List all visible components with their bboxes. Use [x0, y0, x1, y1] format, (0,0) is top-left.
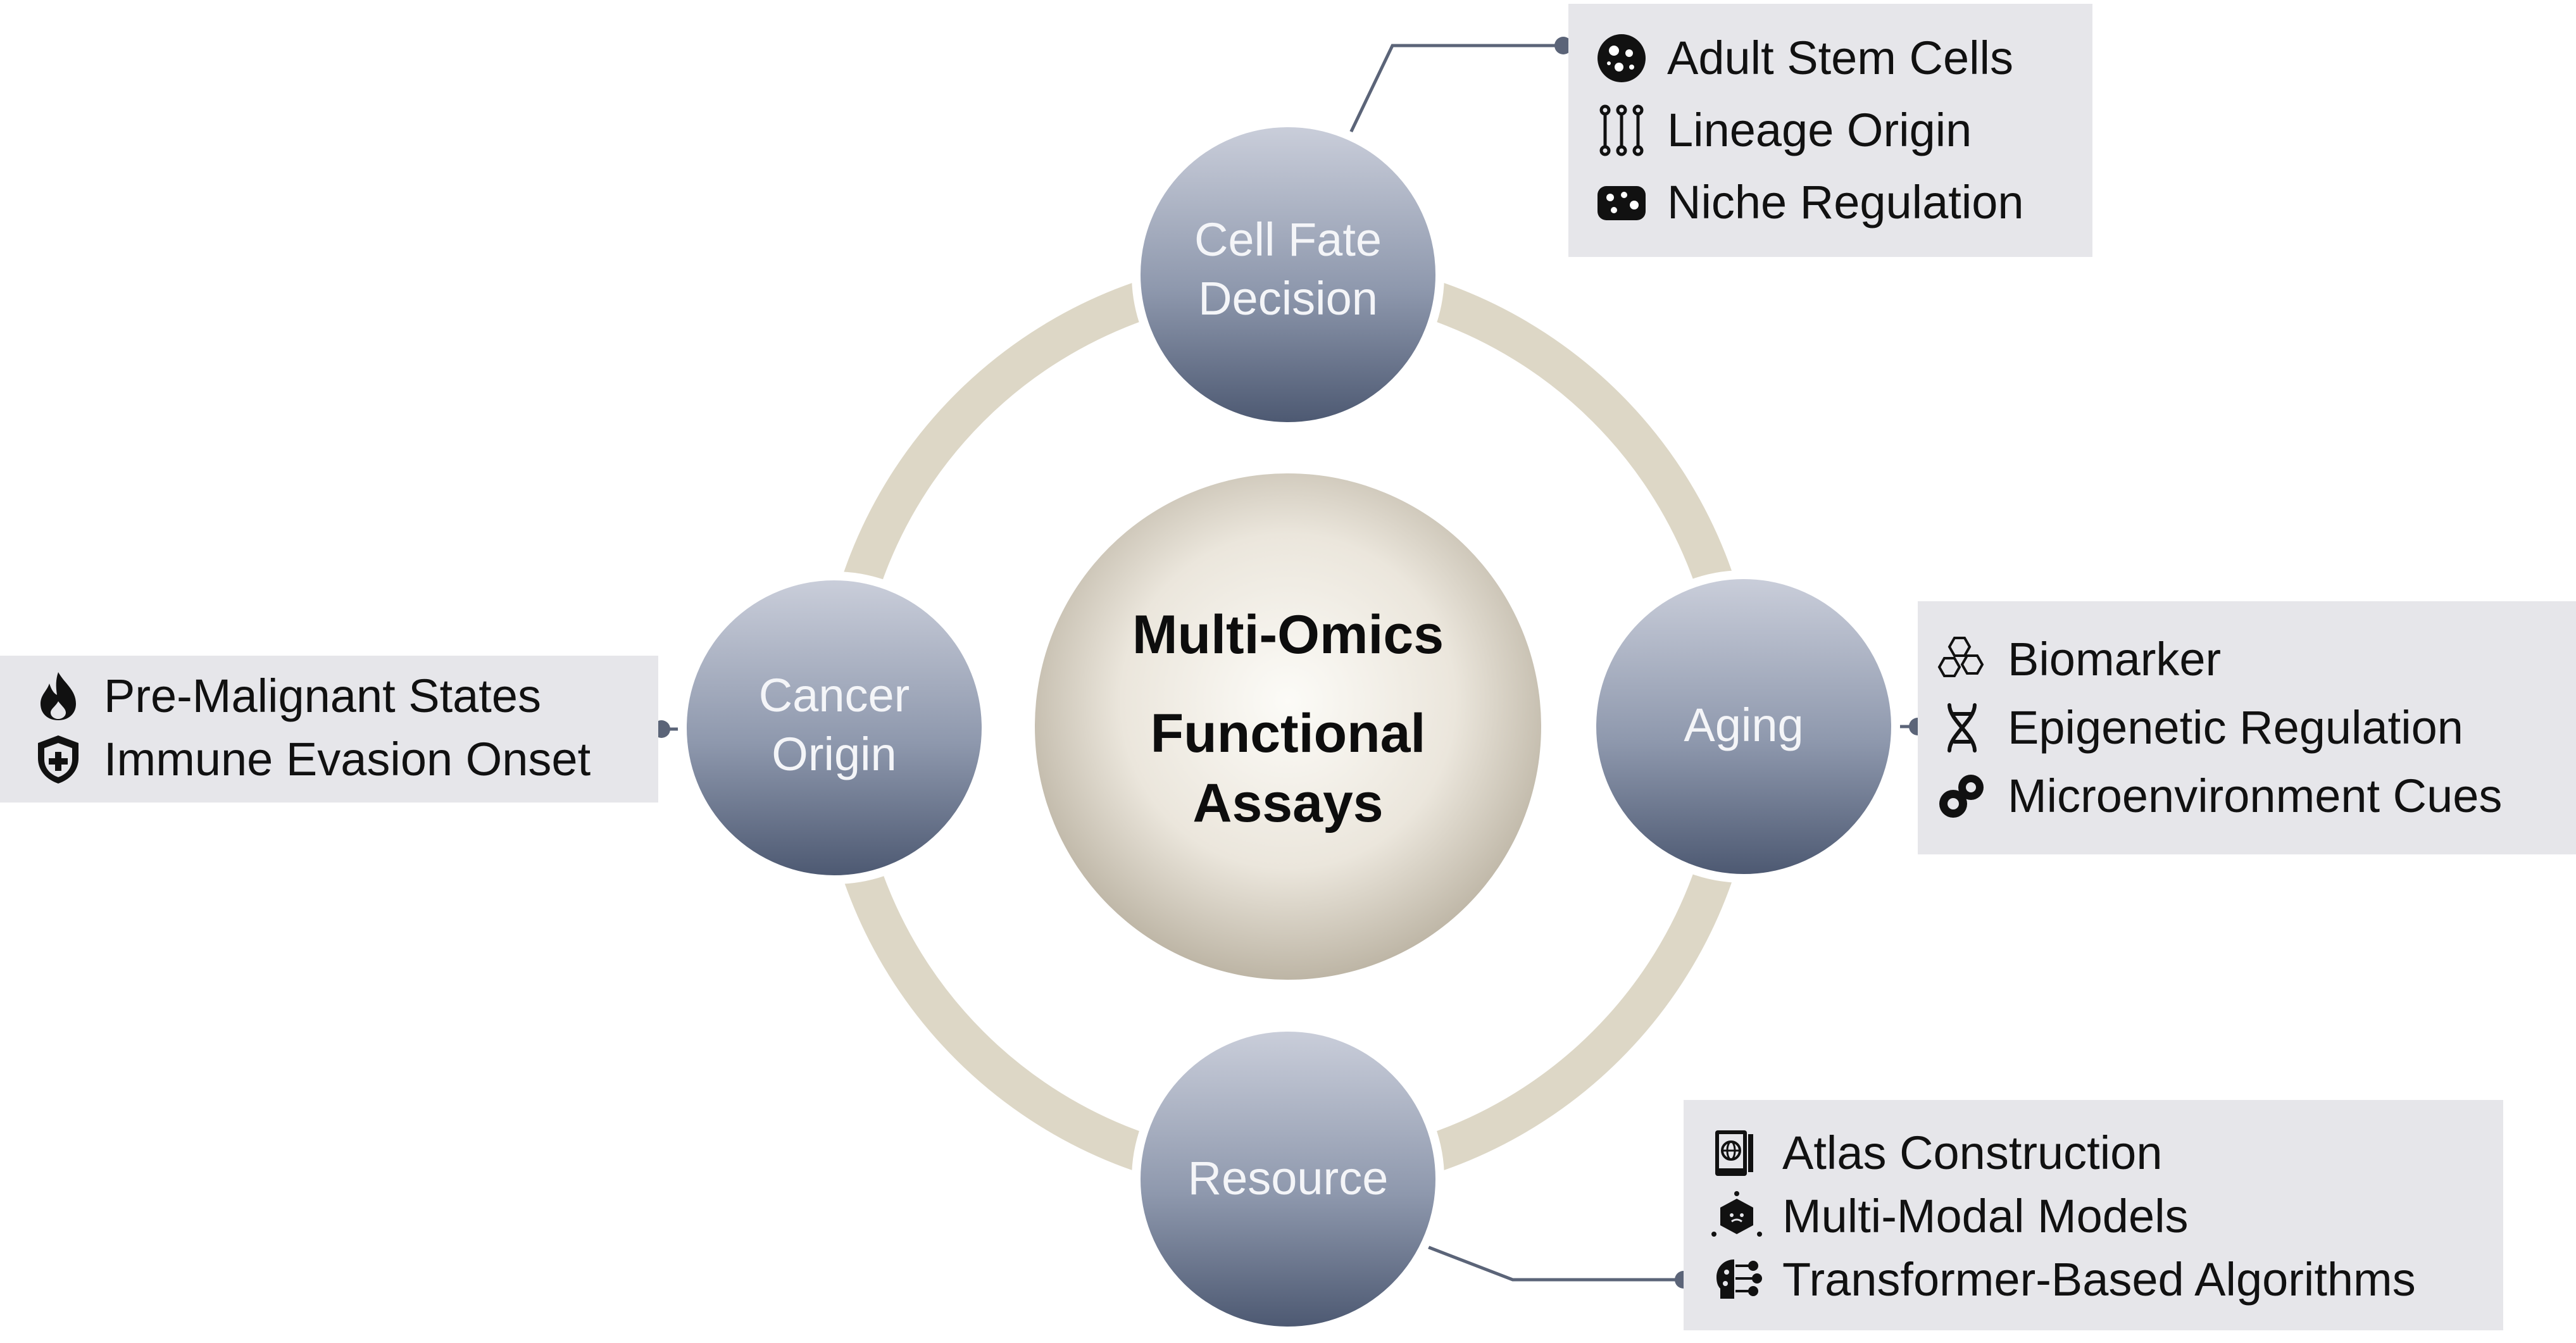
item-atlas-construction: Atlas Construction — [1710, 1127, 2163, 1180]
cube-network-icon — [1711, 1191, 1762, 1237]
item-label: Pre-Malignant States — [104, 670, 542, 722]
node-aging — [1587, 570, 1900, 883]
node-aging-line-1: Aging — [1684, 699, 1804, 751]
item-label: Microenvironment Cues — [2008, 770, 2503, 822]
node-cancer-origin-line-1: Cancer — [758, 669, 910, 721]
item-lineage-origin: Lineage Origin — [1595, 104, 1972, 157]
item-immune-evasion-onset: Immune Evasion Onset — [32, 733, 591, 786]
stem-cell-icon — [1597, 34, 1646, 82]
box-resource-details — [1684, 1100, 2503, 1330]
center-line-2: Functional — [1150, 703, 1426, 764]
atlas-book-icon — [1715, 1130, 1753, 1176]
item-label: Multi-Modal Models — [1782, 1190, 2189, 1242]
center-line-1: Multi-Omics — [1132, 604, 1444, 665]
item-adult-stem-cells: Adult Stem Cells — [1595, 32, 2013, 85]
node-cancer-origin — [678, 572, 991, 884]
node-aging-label: Aging — [1592, 696, 1896, 755]
linked-circles-icon — [1939, 775, 1984, 818]
dna-icon — [1948, 703, 1977, 753]
item-niche-regulation: Niche Regulation — [1595, 176, 2024, 229]
lineage-tree-icon — [1599, 104, 1644, 156]
item-label: Niche Regulation — [1667, 176, 2024, 228]
node-cell-fate — [1132, 118, 1444, 431]
node-resource-line-1: Resource — [1187, 1152, 1389, 1204]
center-title: Multi-Omics Functional Assays — [1047, 608, 1529, 830]
box-cell-fate-details — [1568, 4, 2092, 257]
ai-brain-icon — [1716, 1259, 1762, 1299]
node-cancer-origin-line-2: Origin — [772, 727, 897, 780]
item-biomarker: Biomarker — [1935, 633, 2221, 686]
item-label: Epigenetic Regulation — [2008, 701, 2463, 754]
item-label: Biomarker — [2008, 633, 2222, 685]
niche-tissue-icon — [1597, 186, 1646, 220]
node-cell-fate-line-1: Cell Fate — [1194, 213, 1382, 266]
item-microenvironment-cues: Microenvironment Cues — [1935, 770, 2502, 823]
center-line-3: Assays — [1192, 773, 1384, 834]
shield-plus-icon — [38, 735, 78, 784]
node-resource-label: Resource — [1136, 1149, 1440, 1208]
center-hub — [1035, 473, 1541, 980]
item-label: Immune Evasion Onset — [104, 733, 591, 785]
box-aging-details — [1918, 601, 2576, 854]
item-pre-malignant-states: Pre-Malignant States — [32, 670, 541, 723]
item-transformer-based-algorithms: Transformer-Based Algorithms — [1710, 1253, 2416, 1306]
item-label: Transformer-Based Algorithms — [1782, 1253, 2416, 1306]
node-cell-fate-label: Cell Fate Decision — [1136, 211, 1440, 328]
item-label: Lineage Origin — [1667, 104, 1972, 156]
item-multi-modal-models: Multi-Modal Models — [1710, 1190, 2189, 1243]
connector-bottom — [1423, 1244, 1684, 1282]
node-resource — [1132, 1023, 1444, 1335]
connector-top — [1346, 44, 1563, 139]
item-label: Atlas Construction — [1782, 1127, 2163, 1179]
item-epigenetic-regulation: Epigenetic Regulation — [1935, 701, 2463, 754]
molecule-icon — [1937, 637, 1984, 677]
box-cancer-origin-details — [0, 656, 658, 803]
flame-icon — [41, 672, 76, 720]
node-cell-fate-line-2: Decision — [1198, 272, 1378, 325]
item-label: Adult Stem Cells — [1667, 32, 2013, 84]
node-cancer-origin-label: Cancer Origin — [682, 666, 986, 784]
